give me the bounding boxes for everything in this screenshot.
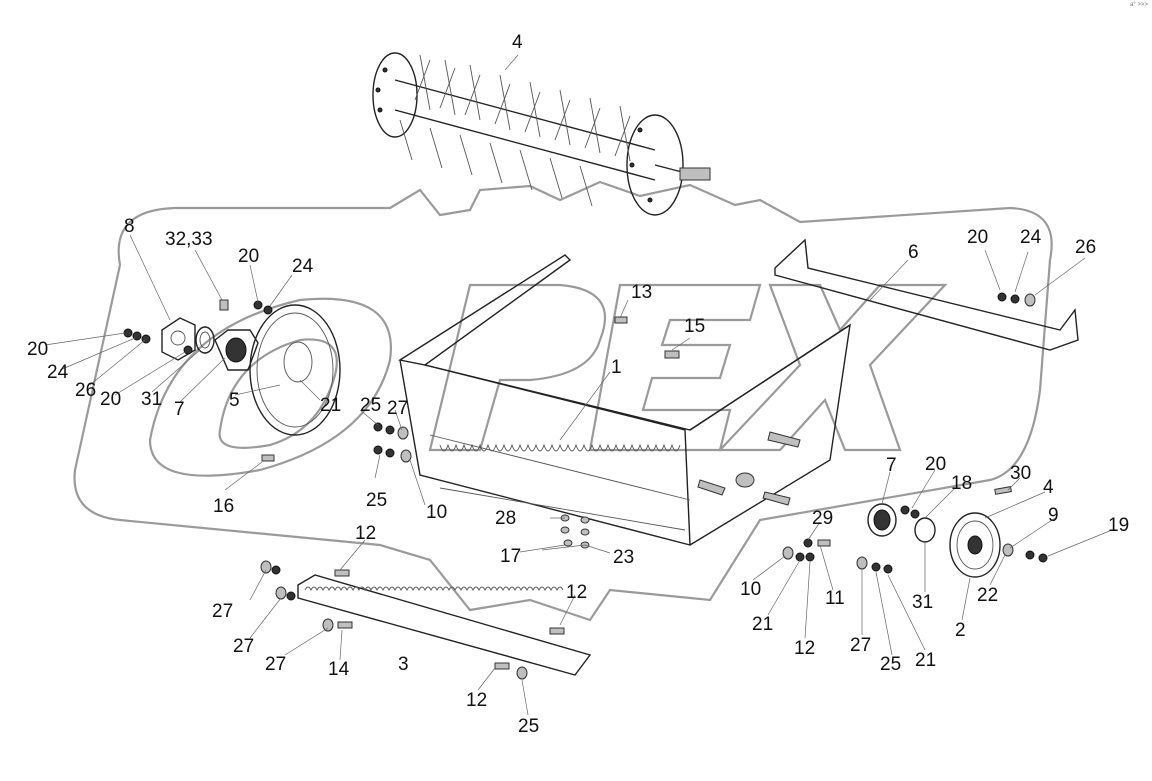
callout-label: 11 bbox=[825, 588, 845, 609]
callout-label: 21 bbox=[752, 614, 773, 635]
callout-label: 20 bbox=[100, 389, 121, 410]
housing-7-right bbox=[867, 503, 897, 537]
callout-label: 10 bbox=[426, 502, 447, 523]
rotor-assembly bbox=[372, 52, 711, 216]
callout-label: 29 bbox=[812, 508, 833, 529]
callout-label: 8 bbox=[124, 216, 135, 237]
callout-label: 31 bbox=[912, 592, 933, 613]
callout-label: 7 bbox=[886, 455, 897, 476]
callout-label: 24 bbox=[292, 256, 314, 277]
callout-label: 31 bbox=[141, 389, 162, 410]
knife-bar-3 bbox=[260, 560, 592, 680]
callout-label: 9 bbox=[1048, 505, 1059, 526]
callout-label: 1 bbox=[611, 357, 622, 378]
callout-label: 24 bbox=[47, 362, 69, 383]
bearing-31-left bbox=[195, 326, 215, 354]
pulley-2 bbox=[949, 512, 1001, 578]
watermark-frame bbox=[73, 180, 1053, 622]
callout-label: 27 bbox=[387, 398, 408, 419]
callout-label: 19 bbox=[1108, 515, 1129, 536]
callout-label: 4 bbox=[512, 32, 523, 53]
guard-plate-6 bbox=[774, 238, 1079, 351]
callout-label: 15 bbox=[684, 316, 705, 337]
callout-labels: 4 8 32,33 20 24 20 24 26 20 31 7 5 21 25… bbox=[27, 32, 1129, 737]
fasteners-right bbox=[782, 486, 1048, 574]
callout-label: 20 bbox=[27, 339, 48, 360]
callout-label: 26 bbox=[1075, 237, 1096, 258]
callout-label: 27 bbox=[850, 635, 871, 656]
callout-label: 25 bbox=[518, 716, 539, 737]
callout-label: 5 bbox=[229, 390, 240, 411]
callout-label: 18 bbox=[951, 473, 972, 494]
callout-label: 32,33 bbox=[165, 229, 213, 250]
callout-label: 12 bbox=[566, 582, 587, 603]
callout-label: 27 bbox=[265, 654, 286, 675]
callout-label: 12 bbox=[794, 638, 815, 659]
callout-label: 25 bbox=[880, 654, 901, 675]
callout-label: 27 bbox=[212, 601, 233, 622]
callout-label: 14 bbox=[328, 659, 350, 680]
callout-label: 10 bbox=[740, 579, 761, 600]
leader-lines bbox=[44, 54, 1113, 716]
callout-label: 21 bbox=[915, 650, 936, 671]
callout-label: 27 bbox=[233, 636, 254, 657]
callout-label: 26 bbox=[75, 380, 96, 401]
callout-label: 24 bbox=[1020, 227, 1042, 248]
callout-label: 17 bbox=[500, 546, 521, 567]
callout-label: 2 bbox=[955, 620, 966, 641]
callout-label: 28 bbox=[495, 508, 516, 529]
callout-label: 16 bbox=[213, 496, 234, 517]
corner-mark: a° >>> bbox=[1130, 2, 1148, 8]
main-frame-1 bbox=[398, 254, 851, 546]
flange-bearing-8 bbox=[161, 317, 196, 361]
callout-label: 25 bbox=[360, 395, 381, 416]
watermark-letters bbox=[148, 283, 948, 477]
callout-label: 20 bbox=[967, 227, 988, 248]
housing-7-left bbox=[214, 329, 259, 371]
disc-5 bbox=[249, 304, 341, 436]
callout-label: 20 bbox=[238, 246, 259, 267]
bearing-31-right bbox=[914, 517, 936, 543]
callout-label: 21 bbox=[320, 395, 341, 416]
fasteners-centre bbox=[373, 316, 680, 549]
callout-label: 22 bbox=[977, 585, 998, 606]
fasteners-left bbox=[123, 299, 275, 462]
callout-label: 13 bbox=[631, 282, 652, 303]
callout-label: 25 bbox=[366, 490, 387, 511]
callout-label: 23 bbox=[613, 547, 634, 568]
callout-label: 12 bbox=[355, 523, 376, 544]
callout-label: 20 bbox=[925, 454, 946, 475]
callout-label: 3 bbox=[398, 654, 409, 675]
callout-label: 7 bbox=[174, 399, 185, 420]
callout-label: 6 bbox=[908, 242, 919, 263]
callout-label: 4 bbox=[1043, 477, 1054, 498]
callout-label: 30 bbox=[1010, 463, 1031, 484]
callout-label: 12 bbox=[466, 690, 487, 711]
